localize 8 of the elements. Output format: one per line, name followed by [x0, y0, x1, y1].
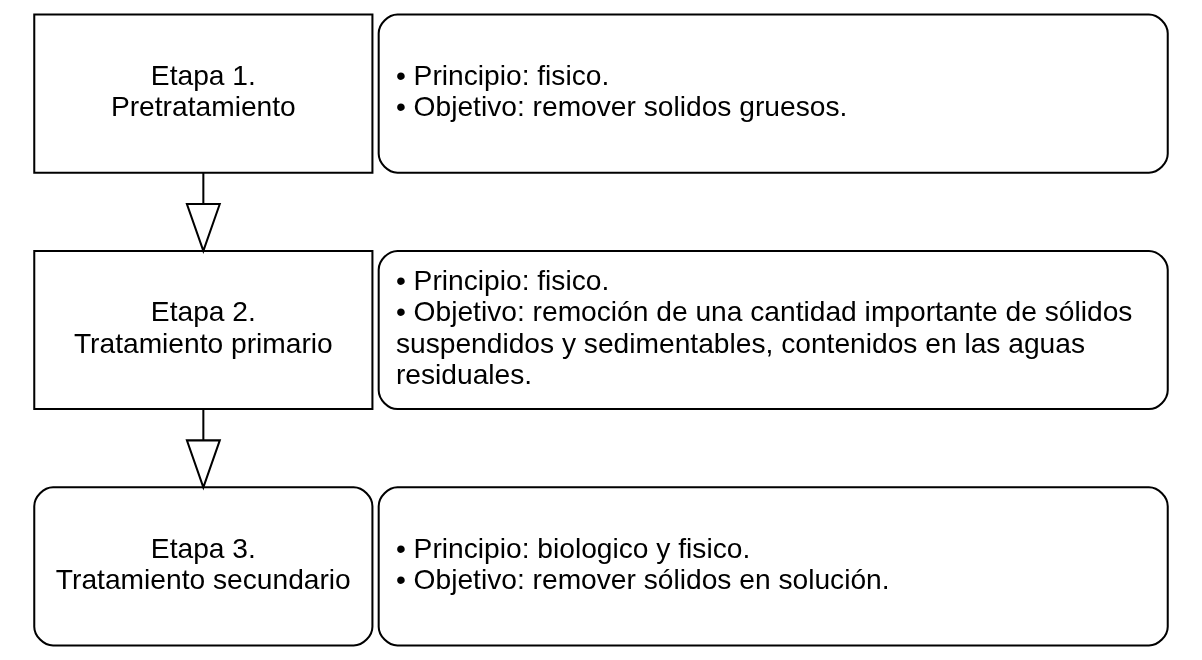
arrow	[185, 172, 222, 255]
node-box: • Principio: fisico. • Objetivo: remoción de una cantidad importante de sólidos suspendidos y sedimentables, contenidos en las aguas residuales.	[377, 249, 1169, 411]
node-box: Etapa 3. Tratamiento secundario	[33, 486, 374, 647]
node-box: Etapa 1. Pretratamiento	[33, 13, 374, 174]
arrow	[185, 409, 222, 491]
node-box: • Principio: biologico y fisico. • Objetivo: remover sólidos en solución.	[377, 486, 1169, 647]
node-box: Etapa 2. Tratamiento primario	[33, 249, 374, 411]
node-box: • Principio: fisico. • Objetivo: remover solidos gruesos.	[377, 13, 1169, 174]
